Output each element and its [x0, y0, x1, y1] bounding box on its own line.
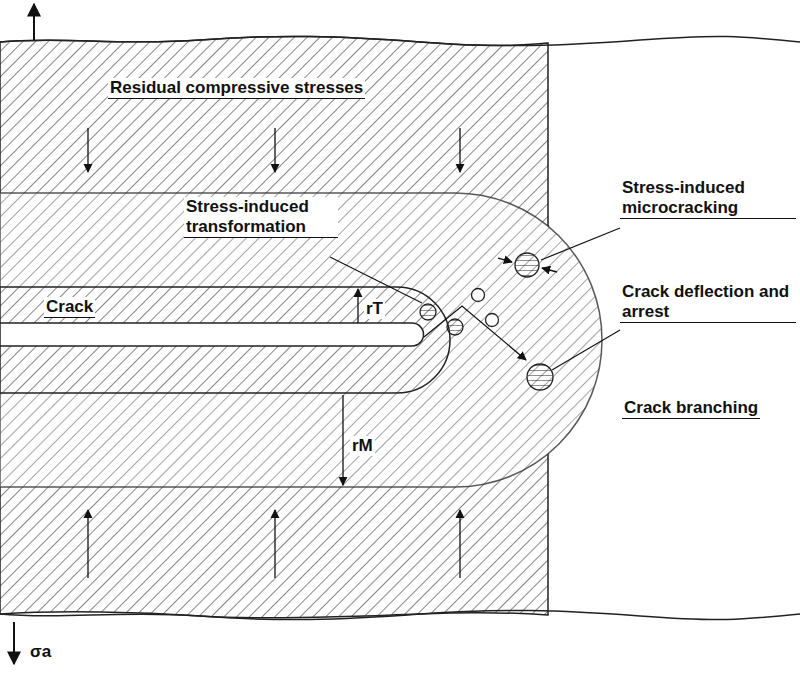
stress-symbol: σa: [28, 642, 53, 662]
mechanism-label: Stress-induced microcracking: [620, 178, 796, 219]
microcrack-zone: [0, 193, 602, 487]
radius-label: rT: [364, 299, 385, 319]
stress-arrows: [88, 128, 460, 578]
transformation-zone: [0, 287, 450, 393]
crack: [0, 323, 424, 346]
applied-stress-arrow: [14, 4, 34, 664]
mechanism-label: Crack deflection and arrest: [620, 282, 796, 323]
leader-line: [330, 228, 620, 370]
zone-label: Stress-induced transformation: [184, 197, 338, 238]
stress-label: Residual compressive stresses: [108, 78, 365, 99]
radius-label: rM: [350, 436, 375, 456]
particles: [420, 253, 553, 390]
crack-path: [424, 258, 557, 360]
crack-label: Crack: [44, 297, 95, 318]
mechanism-label: Crack branching: [622, 398, 760, 419]
